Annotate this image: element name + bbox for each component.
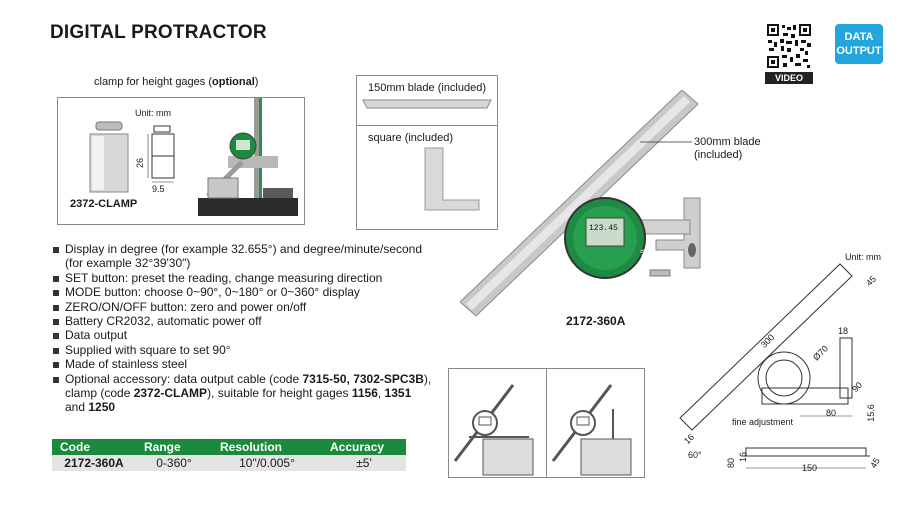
dim-80: 80: [826, 408, 837, 418]
opt-text-2: ), clamp (code: [65, 371, 432, 401]
spec-cell-code: 2172-360A: [52, 455, 136, 471]
clamp-caption: clamp for height gages (optional): [94, 76, 258, 88]
badge-line-1: DATA: [844, 31, 874, 43]
feature-item: Data output: [52, 328, 432, 342]
opt-bold-5: 1250: [88, 400, 116, 415]
feature-item: Made of stainless steel: [52, 357, 432, 371]
spec-header-code: Code: [52, 439, 136, 455]
spec-cell-range: 0-360°: [136, 455, 212, 471]
clamp-caption-suffix: ): [254, 76, 259, 88]
dim-150: 150: [802, 463, 818, 473]
qr-code-icon: [765, 22, 813, 84]
dim-16-bottom: 16: [738, 451, 749, 463]
opt-bold-2: 2372-CLAMP: [133, 386, 208, 401]
clamp-image-box: [57, 97, 305, 225]
dim-80-bottom: 80: [726, 457, 737, 469]
clamp-dim-width: 9.5: [152, 184, 165, 194]
feature-item: Supplied with square to set 90°: [52, 343, 432, 357]
qr-code[interactable]: VIDEO: [765, 22, 813, 84]
display-reading: 123.45: [589, 224, 618, 233]
feature-item: Battery CR2032, automatic power off: [52, 314, 432, 328]
feature-item-optional: Optional accessory: data output cable (c…: [52, 372, 432, 415]
opt-text-3: ), suitable for height gages: [207, 386, 352, 401]
clamp-unit: Unit: mm: [135, 108, 171, 118]
opt-text-4: ,: [377, 386, 385, 401]
spec-header-range: Range: [136, 439, 212, 455]
drawing-unit: Unit: mm: [845, 252, 881, 262]
clamp-illustration: [89, 98, 298, 216]
product-model-label: 2172-360A: [566, 314, 626, 328]
square-caption: square (included): [368, 132, 453, 144]
feature-item: SET button: preset the reading, change m…: [52, 271, 432, 285]
table-row: 2172-360A 0-360° 10"/0.005° ±5': [52, 455, 406, 471]
accessory-box: [356, 75, 498, 230]
spec-header-resolution: Resolution: [212, 439, 322, 455]
blade-150-caption: 150mm blade (included): [368, 82, 487, 94]
spec-cell-accuracy: ±5': [322, 455, 406, 471]
spec-table: Code Range Resolution Accuracy 2172-360A…: [52, 439, 406, 471]
page-title: DIGITAL PROTRACTOR: [50, 22, 267, 43]
clamp-caption-prefix: clamp for height gages (: [94, 76, 213, 88]
feature-item: Display in degree (for example 32.655°) …: [52, 242, 432, 271]
opt-bold-1: 7315-50, 7302-SPC3B: [302, 371, 424, 386]
feature-item: ZERO/ON/OFF button: zero and power on/of…: [52, 300, 432, 314]
spec-header-row: Code Range Resolution Accuracy: [52, 439, 406, 455]
clamp-code-label: 2372-CLAMP: [70, 198, 138, 210]
feature-item: MODE button: choose 0~90°, 0~180° or 0~3…: [52, 285, 432, 299]
opt-bold-3: 1156: [351, 386, 378, 401]
blade-300-line-2: (included): [694, 149, 743, 161]
blade-300-caption: 300mm blade (included): [694, 136, 761, 162]
usage-diagram-divider: [546, 368, 547, 478]
usage-diagram-box: [448, 368, 645, 478]
accessory-illustration: [362, 99, 492, 211]
spec-header-accuracy: Accuracy: [322, 439, 406, 455]
usage-diagram: [453, 384, 632, 476]
blade-300-line-1: 300mm blade: [694, 136, 761, 148]
clamp-dim-height: 26: [135, 157, 146, 169]
opt-text-5: and: [65, 400, 89, 415]
dim-60-deg: 60°: [688, 450, 702, 460]
dim-18: 18: [838, 326, 849, 336]
spec-cell-resolution: 10"/0.005°: [212, 455, 322, 471]
feature-list: Display in degree (for example 32.655°) …: [52, 242, 432, 415]
opt-text-1: Optional accessory: data output cable (c…: [65, 371, 303, 386]
opt-bold-4: 1351: [384, 386, 412, 401]
clamp-caption-bold: optional: [212, 76, 255, 88]
protractor-image: 123.45 INSIZE: [460, 90, 701, 317]
accessory-divider: [356, 125, 498, 126]
qr-video-label: VIDEO: [774, 73, 803, 83]
dim-15-6: 15.6: [865, 404, 876, 422]
brand-text: INSIZE: [638, 249, 651, 273]
technical-drawing: [679, 263, 870, 469]
fine-adjustment-label: fine adjustment: [732, 417, 794, 427]
data-output-badge: DATA OUTPUT: [835, 24, 883, 64]
badge-line-2: OUTPUT: [836, 45, 882, 57]
